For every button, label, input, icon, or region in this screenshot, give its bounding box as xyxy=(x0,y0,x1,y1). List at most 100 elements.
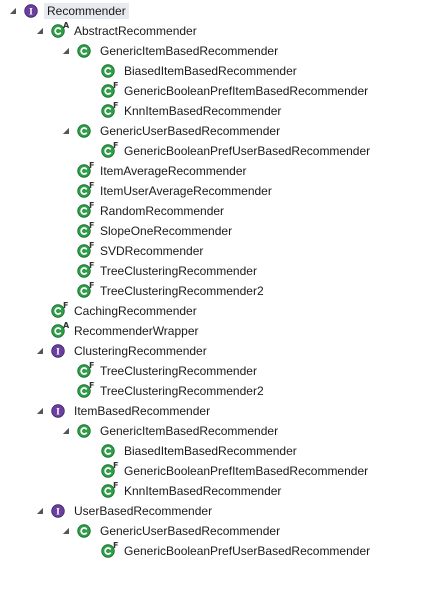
class-icon: A xyxy=(51,321,70,339)
modifier-overlay-icon: F xyxy=(89,381,95,390)
tree-node-label: TreeClusteringRecommender2 xyxy=(100,284,264,298)
tree-node[interactable]: ◢ GenericUserBasedRecommender xyxy=(63,121,281,141)
tree-node-label: GenericBooleanPrefItemBasedRecommender xyxy=(124,84,369,98)
interface-icon: I xyxy=(51,343,67,359)
tree-node[interactable]: F GenericBooleanPrefItemBasedRecommender xyxy=(101,81,368,101)
modifier-overlay-icon: F xyxy=(89,201,95,210)
tree-node[interactable]: BiasedItemBasedRecommender xyxy=(101,441,297,461)
class-icon: F xyxy=(101,541,119,559)
modifier-overlay-icon: F xyxy=(89,181,95,190)
modifier-overlay-icon: F xyxy=(113,481,119,490)
class-icon xyxy=(77,43,93,59)
modifier-overlay-icon: A xyxy=(63,321,70,330)
modifier-overlay-icon: F xyxy=(113,81,119,90)
tree-node-label: CachingRecommender xyxy=(74,304,197,318)
tree-node-label: Recommender xyxy=(44,3,129,19)
tree-node-label: ItemBasedRecommender xyxy=(74,404,211,418)
expand-toggle-icon[interactable]: ◢ xyxy=(62,46,70,55)
expand-toggle-icon[interactable]: ◢ xyxy=(62,526,70,535)
class-icon: F xyxy=(101,461,118,479)
tree-node[interactable]: ◢ GenericItemBasedRecommender xyxy=(63,421,279,441)
tree-node-label: GenericBooleanPrefUserBasedRecommender xyxy=(124,144,371,158)
tree-node[interactable]: BiasedItemBasedRecommender xyxy=(101,61,297,81)
svg-text:I: I xyxy=(56,508,60,518)
tree-node[interactable]: F ItemUserAverageRecommender xyxy=(77,181,272,201)
tree-node-label: ItemUserAverageRecommender xyxy=(100,184,272,198)
tree-node-label: RandomRecommender xyxy=(100,204,225,218)
tree-node[interactable]: F SVDRecommender xyxy=(77,241,203,261)
tree-node-label: TreeClusteringRecommender2 xyxy=(100,384,264,398)
tree-node-label: GenericUserBasedRecommender xyxy=(100,524,281,538)
tree-node-label: GenericBooleanPrefItemBasedRecommender xyxy=(124,464,369,478)
tree-node-label: UserBasedRecommender xyxy=(74,504,213,518)
tree-node[interactable]: ◢ I ClusteringRecommender xyxy=(37,341,207,361)
modifier-overlay-icon: F xyxy=(89,281,95,290)
class-icon: F xyxy=(101,481,119,499)
class-icon: F xyxy=(77,241,95,259)
expand-toggle-icon[interactable]: ◢ xyxy=(36,506,44,515)
tree-node[interactable]: F RandomRecommender xyxy=(77,201,224,221)
tree-node[interactable]: F CachingRecommender xyxy=(51,301,197,321)
class-icon xyxy=(77,123,93,139)
tree-node-label: RecommenderWrapper xyxy=(74,324,199,338)
svg-text:I: I xyxy=(29,8,33,18)
expand-toggle-icon[interactable]: ◢ xyxy=(62,126,70,135)
tree-node[interactable]: ◢ GenericUserBasedRecommender xyxy=(63,521,281,541)
interface-icon: I xyxy=(51,503,67,519)
interface-icon: I xyxy=(24,3,40,19)
tree-node[interactable]: F TreeClusteringRecommender2 xyxy=(77,281,264,301)
tree-node[interactable]: F GenericBooleanPrefItemBasedRecommender xyxy=(101,461,368,481)
tree-node[interactable]: ◢ I ItemBasedRecommender xyxy=(37,401,211,421)
tree-node[interactable]: F TreeClusteringRecommender2 xyxy=(77,381,264,401)
tree-node-label: BiasedItemBasedRecommender xyxy=(124,64,297,78)
class-icon: F xyxy=(77,361,95,379)
expand-toggle-icon[interactable]: ◢ xyxy=(36,26,44,35)
tree-node[interactable]: ◢ A AbstractRecommender xyxy=(37,21,197,41)
modifier-overlay-icon: F xyxy=(89,241,95,250)
modifier-overlay-icon: F xyxy=(63,301,69,310)
class-icon xyxy=(77,423,93,439)
tree-node[interactable]: F TreeClusteringRecommender xyxy=(77,361,257,381)
svg-text:I: I xyxy=(56,408,60,418)
expand-toggle-icon[interactable]: ◢ xyxy=(9,6,17,15)
class-icon: A xyxy=(51,21,70,39)
expand-toggle-icon[interactable]: ◢ xyxy=(62,426,70,435)
modifier-overlay-icon: F xyxy=(113,541,119,550)
tree-node-label: GenericItemBasedRecommender xyxy=(100,424,279,438)
modifier-overlay-icon: F xyxy=(89,221,95,230)
tree-node[interactable]: F KnnItemBasedRecommender xyxy=(101,481,281,501)
modifier-overlay-icon: A xyxy=(63,21,70,30)
tree-node-label: GenericUserBasedRecommender xyxy=(100,124,281,138)
tree-node-label: TreeClusteringRecommender xyxy=(100,364,257,378)
class-icon: F xyxy=(77,161,94,179)
class-icon xyxy=(101,63,117,79)
interface-icon: I xyxy=(51,403,67,419)
tree-node-label: TreeClusteringRecommender xyxy=(100,264,257,278)
tree-node-label: AbstractRecommender xyxy=(74,24,197,38)
tree-node-label: KnnItemBasedRecommender xyxy=(124,484,282,498)
class-icon: F xyxy=(77,261,94,279)
tree-node[interactable]: F ItemAverageRecommender xyxy=(77,161,247,181)
class-icon: F xyxy=(77,281,95,299)
tree-node[interactable]: A RecommenderWrapper xyxy=(51,321,199,341)
expand-toggle-icon[interactable]: ◢ xyxy=(36,406,44,415)
tree-node[interactable]: ◢ I UserBasedRecommender xyxy=(37,501,213,521)
tree-node[interactable]: F TreeClusteringRecommender xyxy=(77,261,257,281)
tree-node-label: BiasedItemBasedRecommender xyxy=(124,444,297,458)
expand-toggle-icon[interactable]: ◢ xyxy=(36,346,44,355)
tree-node[interactable]: F GenericBooleanPrefUserBasedRecommender xyxy=(101,141,370,161)
tree-root-node[interactable]: ◢ I Recommender xyxy=(10,1,129,21)
class-icon: F xyxy=(101,101,118,119)
modifier-overlay-icon: F xyxy=(89,361,95,370)
tree-node-label: ItemAverageRecommender xyxy=(100,164,247,178)
tree-node-label: ClusteringRecommender xyxy=(74,344,207,358)
tree-node[interactable]: ◢GenericItemBasedRecommender xyxy=(63,41,278,61)
class-icon: F xyxy=(77,221,95,239)
class-icon: F xyxy=(51,301,69,319)
tree-node-label: SVDRecommender xyxy=(100,244,204,258)
modifier-overlay-icon: F xyxy=(113,141,119,150)
